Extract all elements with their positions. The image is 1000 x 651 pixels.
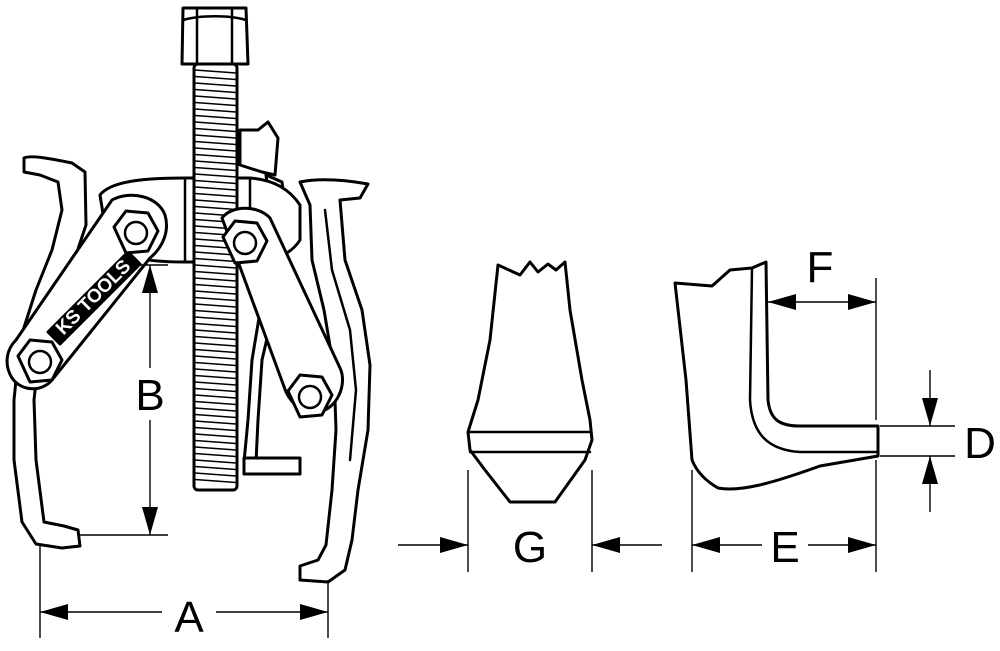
three-arm-puller: KS TOOLS (5, 6, 372, 584)
jaw-side-profile (673, 260, 880, 491)
dimension-label-e: F (807, 243, 834, 292)
dimension-label-g: G (513, 523, 547, 572)
dimension-d: D (880, 370, 996, 512)
dimension-label-d: D (964, 419, 996, 468)
puller-bolts (16, 209, 334, 419)
dimension-a: A (39, 545, 329, 642)
hex-bolt (16, 338, 64, 384)
dimension-g: G (398, 470, 662, 572)
dimension-b: B (80, 264, 168, 536)
dimension-f: E (691, 460, 877, 572)
dimension-label-b: B (135, 371, 164, 420)
threaded-spindle (180, 6, 250, 492)
jaw-front-profile (466, 260, 594, 504)
dimension-label-a: A (174, 593, 204, 642)
brand-logo-badge (46, 250, 142, 346)
hex-bolt (221, 219, 269, 265)
dimension-label-f: E (770, 523, 799, 572)
hex-bolt (112, 209, 160, 255)
puller-left-arm (12, 155, 88, 550)
hex-bolt (286, 373, 334, 419)
dimension-e: F (768, 243, 877, 420)
